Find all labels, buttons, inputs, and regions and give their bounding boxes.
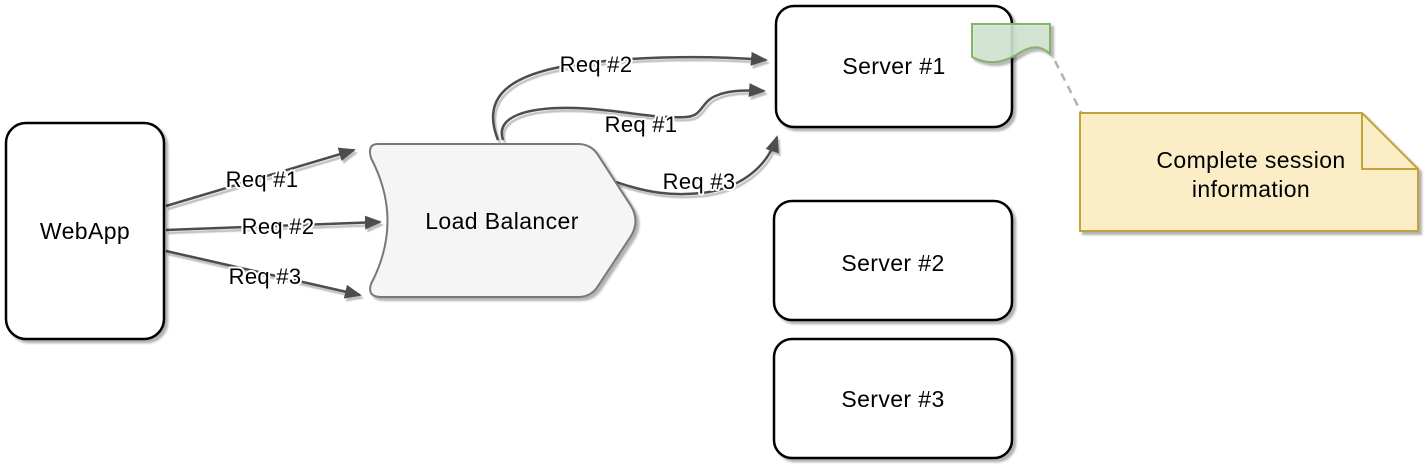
session-document [971,23,1051,64]
label-client-req3: Req #3 [229,264,302,289]
load-balancer-node: Load Balancer [368,143,637,298]
load-balancer-shape [368,143,637,298]
edge-client-req2 [165,215,382,232]
edge-client-req1 [165,147,356,208]
label-client-req2: Req #2 [242,214,315,239]
server-3-box [772,337,1014,460]
edge-balancer-req3 [615,135,779,196]
balancer-edges [491,51,779,196]
edge-client-req3 [165,249,362,299]
server-1-label: Server #1 [842,53,945,79]
session-link-dashed [1053,60,1085,117]
server-3-node: Server #3 [772,337,1014,460]
label-client-req1: Req #1 [226,167,299,192]
session-note: Complete session information [1079,112,1419,232]
webapp-label: WebApp [40,218,130,244]
session-note-fold-icon [1361,113,1418,170]
webapp-box [4,121,166,341]
webapp-node: WebApp [4,121,166,341]
server-2-label: Server #2 [841,250,944,276]
server-1-box [774,4,1014,129]
label-balancer-req3: Req #3 [663,169,736,194]
label-balancer-req1: Req #1 [605,112,678,137]
server-2-box [772,199,1014,322]
client-edges [165,147,382,299]
edge-labels: Req #1 Req #2 Req #3 Req #2 Req #1 Req #… [224,50,737,291]
session-note-line-1: Complete session [1156,147,1345,173]
server-1-node: Server #1 [774,4,1014,129]
session-note-shape [1079,112,1419,232]
edge-balancer-req2 [491,51,768,141]
session-note-line-2: information [1192,176,1310,202]
session-document-icon [971,23,1051,64]
label-balancer-req2: Req #2 [560,52,633,77]
edge-balancer-req1 [500,83,766,141]
server-3-label: Server #3 [841,386,944,412]
server-2-node: Server #2 [772,199,1014,322]
load-balancer-label: Load Balancer [425,208,579,234]
